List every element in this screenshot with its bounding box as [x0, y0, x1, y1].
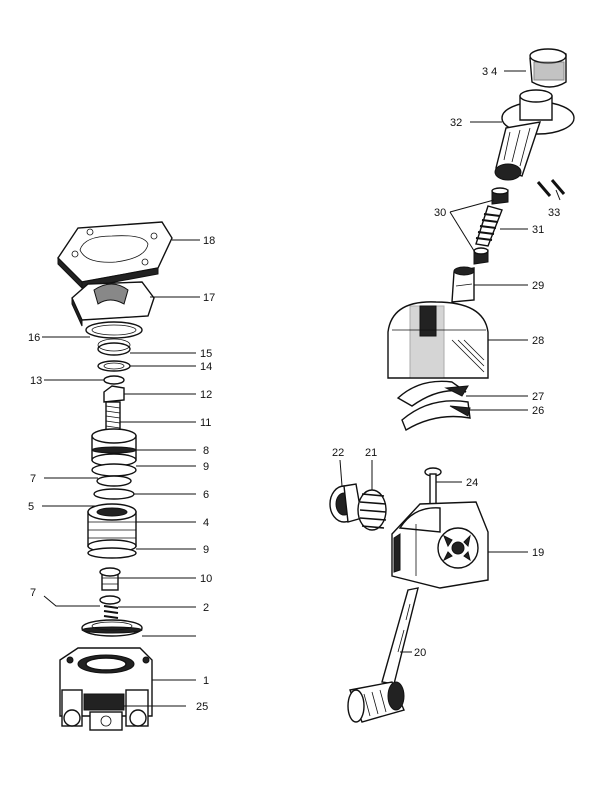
part-29-plunger — [451, 266, 475, 303]
label-27: 27 — [532, 391, 544, 403]
label-1: 1 — [203, 675, 209, 687]
label-4: 4 — [203, 517, 209, 529]
label-32: 32 — [450, 117, 462, 129]
label-5: 5 — [28, 501, 34, 513]
part-30-bushing-lower — [473, 247, 489, 265]
label-28: 28 — [532, 335, 544, 347]
label-34: 3 4 — [482, 66, 497, 78]
part-16-o-ring — [85, 321, 143, 339]
part-9-ring-lower — [87, 547, 137, 559]
label-7-upper: 7 — [30, 473, 36, 485]
label-13: 13 — [30, 375, 42, 387]
label-14: 14 — [200, 361, 212, 373]
part-7-ring-upper — [96, 475, 132, 487]
label-10: 10 — [200, 573, 212, 585]
label-25: 25 — [196, 701, 208, 713]
part-12-piston-cap — [103, 385, 125, 403]
label-16: 16 — [28, 332, 40, 344]
part-1-housing — [59, 647, 153, 731]
label-9-upper: 9 — [203, 461, 209, 473]
part-4-sleeve — [87, 503, 137, 553]
label-18: 18 — [203, 235, 215, 247]
label-19: 19 — [532, 547, 544, 559]
part-7-ring-lower — [99, 595, 121, 605]
part-27-bracket — [396, 380, 469, 407]
part-13-ring — [103, 375, 125, 385]
label-11: 11 — [200, 417, 211, 429]
part-18-gasket-plate — [57, 221, 173, 290]
label-7-lower: 7 — [30, 587, 36, 599]
label-8: 8 — [203, 445, 209, 457]
part-8-piston — [91, 428, 137, 467]
part-28-block — [387, 301, 489, 379]
part-10-valve — [99, 567, 121, 591]
part-seal-ring — [81, 619, 143, 637]
part-32-handle — [494, 89, 575, 181]
label-24: 24 — [466, 477, 478, 489]
part-30-bushing-upper — [491, 187, 509, 205]
part-17-valve-head — [71, 281, 155, 327]
label-31: 31 — [532, 224, 544, 236]
part-6-ring — [93, 488, 135, 500]
part-19-lever-housing — [391, 501, 489, 589]
label-6: 6 — [203, 489, 209, 501]
label-29: 29 — [532, 280, 544, 292]
part-24-screw — [424, 467, 442, 505]
label-33: 33 — [548, 207, 560, 219]
label-22: 22 — [332, 447, 344, 459]
label-21: 21 — [365, 447, 377, 459]
part-11-threaded-stem — [105, 401, 121, 433]
part-34-knob-cap — [529, 48, 567, 88]
part-31-spring — [475, 205, 503, 247]
part-26-clamp — [401, 400, 471, 432]
part-14-washer — [97, 360, 131, 372]
label-17: 17 — [203, 292, 215, 304]
part-9-ring-upper — [91, 463, 137, 477]
label-26: 26 — [532, 405, 544, 417]
label-2: 2 — [203, 602, 209, 614]
leader-lines — [42, 70, 561, 707]
part-21-threaded-ring — [357, 489, 387, 531]
part-33-pins — [536, 179, 566, 197]
part-20-lever-arm — [347, 587, 419, 723]
part-2-spring — [103, 605, 119, 624]
part-15-spring — [97, 338, 131, 356]
part-22-cap — [329, 483, 363, 523]
label-20: 20 — [414, 647, 426, 659]
label-30: 30 — [434, 207, 446, 219]
label-9-lower: 9 — [203, 544, 209, 556]
label-15: 15 — [200, 348, 212, 360]
part-labels: 18 17 16 15 14 13 12 11 8 9 7 6 5 4 9 10… — [28, 66, 560, 713]
label-12: 12 — [200, 389, 212, 401]
